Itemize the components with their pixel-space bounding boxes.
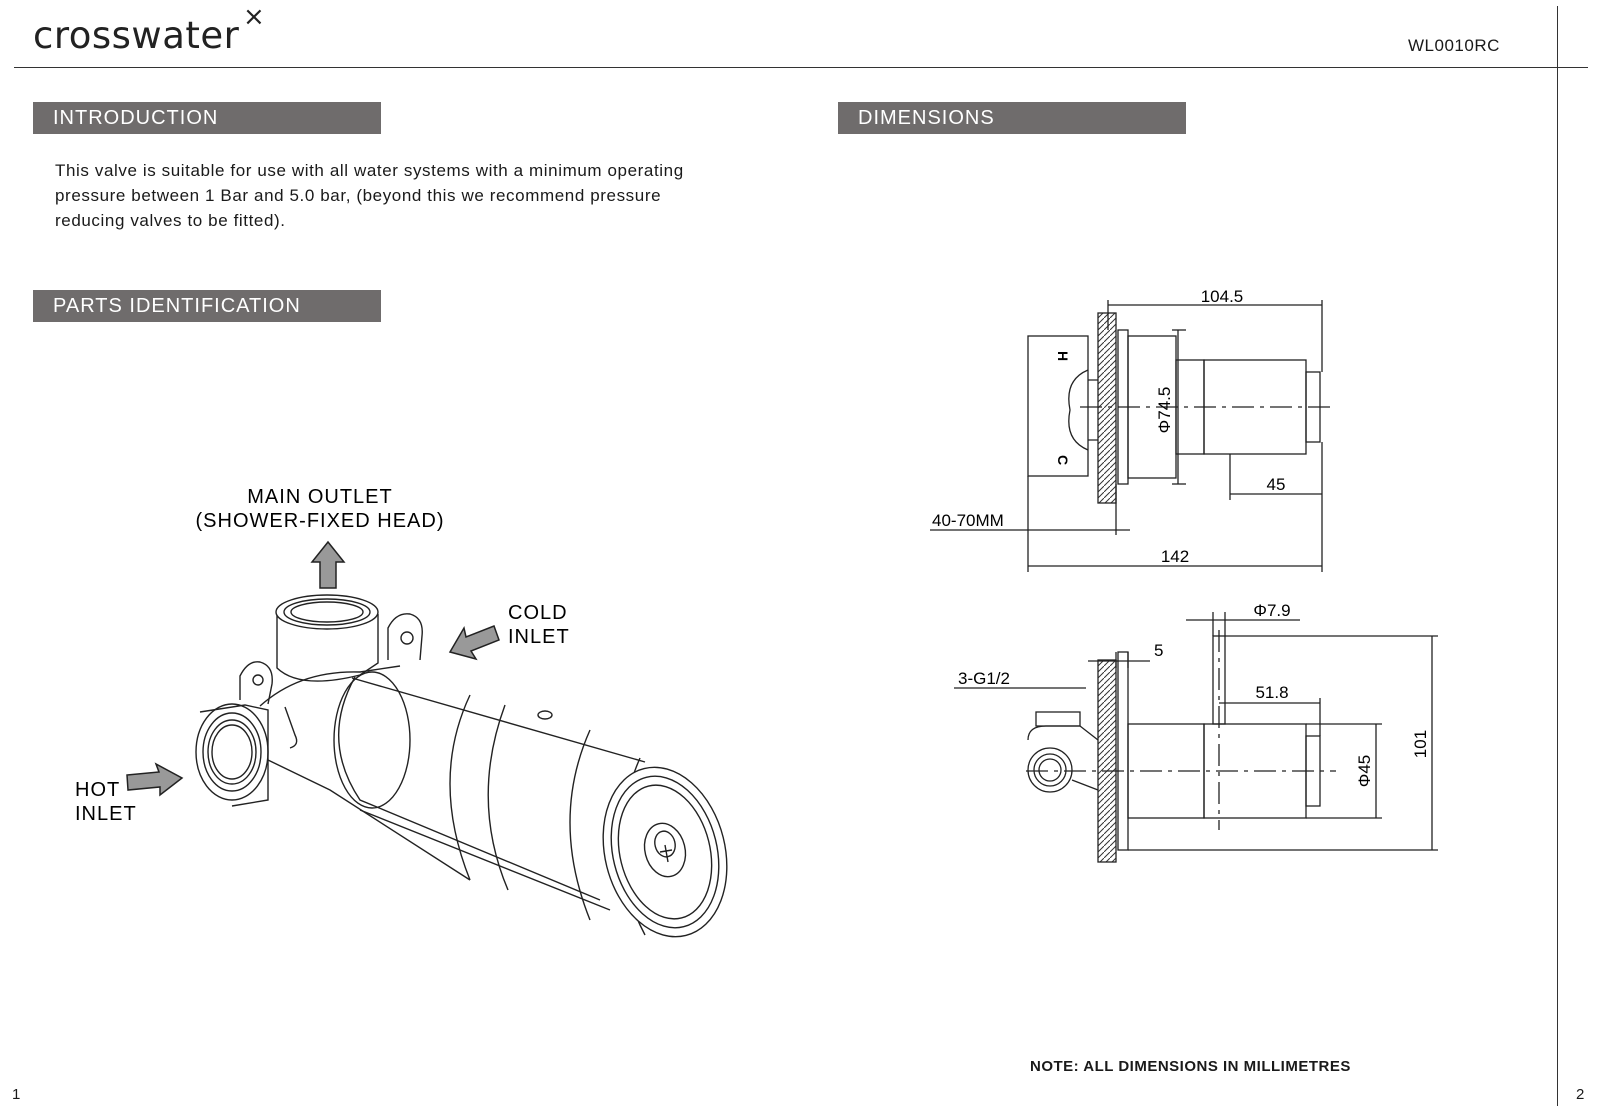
side-view-drawing bbox=[930, 300, 1330, 572]
dim-45: 45 bbox=[1267, 475, 1286, 494]
dim-phi-74-5: Φ74.5 bbox=[1155, 387, 1174, 434]
dimensions-note: NOTE: ALL DIMENSIONS IN MILLIMETRES bbox=[1030, 1058, 1351, 1075]
intro-line-1: This valve is suitable for use with all … bbox=[55, 161, 684, 180]
dim-51-8: 51.8 bbox=[1255, 683, 1288, 702]
dim-104-5: 104.5 bbox=[1201, 287, 1244, 306]
brand-logo: crosswater bbox=[33, 14, 240, 57]
introduction-body: This valve is suitable for use with all … bbox=[55, 158, 755, 233]
dimensions-heading: DIMENSIONS bbox=[838, 102, 1186, 134]
page-number-left: 1 bbox=[12, 1086, 21, 1103]
hot-marker-h: H bbox=[1055, 351, 1071, 361]
main-outlet-label-1: MAIN OUTLET bbox=[247, 486, 392, 508]
cold-marker-c: C bbox=[1055, 455, 1071, 465]
main-outlet-arrow bbox=[310, 540, 346, 589]
right-margin-line bbox=[1557, 6, 1558, 1106]
valve-body bbox=[195, 594, 728, 938]
dim-5: 5 bbox=[1154, 641, 1163, 660]
dim-3-g1-2: 3-G1/2 bbox=[958, 669, 1010, 688]
hot-inlet-label-1: HOT bbox=[75, 779, 120, 801]
dim-101: 101 bbox=[1411, 730, 1430, 758]
parts-heading: PARTS IDENTIFICATION bbox=[33, 290, 381, 322]
dim-142: 142 bbox=[1161, 547, 1189, 566]
intro-line-3: reducing valves to be fitted). bbox=[55, 211, 286, 230]
top-view-drawing bbox=[954, 612, 1438, 863]
hot-inlet-arrow bbox=[126, 762, 184, 797]
product-code: WL0010RC bbox=[1408, 36, 1500, 55]
intro-line-2: pressure between 1 Bar and 5.0 bar, (bey… bbox=[55, 186, 662, 205]
header-divider bbox=[14, 67, 1588, 68]
page-number-right: 2 bbox=[1576, 1086, 1585, 1103]
hot-inlet-label-2: INLET bbox=[75, 803, 137, 825]
dim-phi-45: Φ45 bbox=[1355, 755, 1374, 787]
cold-inlet-arrow bbox=[448, 625, 500, 661]
dim-40-70mm: 40-70MM bbox=[932, 511, 1004, 530]
introduction-heading: INTRODUCTION bbox=[33, 102, 381, 134]
brand-logo-mark: × bbox=[243, 2, 265, 32]
main-outlet-label-2: (SHOWER-FIXED HEAD) bbox=[196, 510, 445, 532]
cold-inlet-label-1: COLD bbox=[508, 602, 568, 624]
dim-phi-7-9: Φ7.9 bbox=[1253, 601, 1290, 620]
cold-inlet-label-2: INLET bbox=[508, 626, 570, 648]
